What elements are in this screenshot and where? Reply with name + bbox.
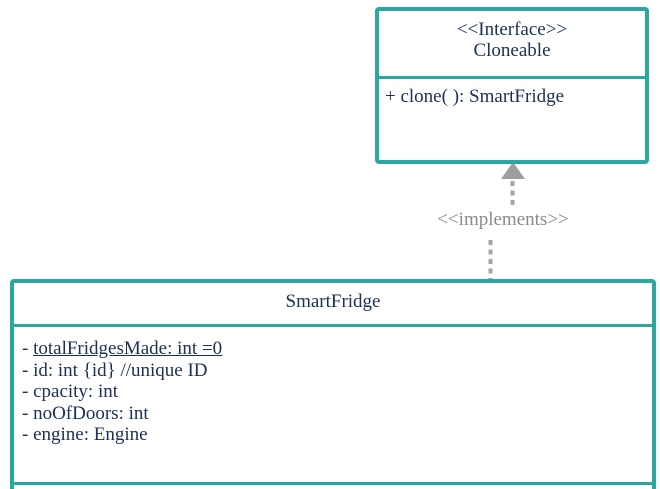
- attribute-visibility: -: [22, 338, 34, 359]
- attribute-visibility: -: [22, 402, 34, 424]
- attribute-visibility: -: [22, 424, 34, 445]
- class-attributes-compartment: - totalFridgesMade: int =0 - id: int {id…: [14, 327, 652, 485]
- class-methods-compartment: [14, 485, 652, 489]
- class-smartfridge-box: SmartFridge - totalFridgesMade: int =0 -…: [10, 279, 656, 489]
- attribute-text: engine: Engine: [33, 424, 148, 445]
- class-name: SmartFridge: [14, 283, 652, 327]
- attribute-text: id: int {id} //unique ID: [33, 359, 208, 381]
- attribute-visibility: -: [22, 359, 34, 381]
- class-attribute: - cpacity: int: [22, 381, 644, 403]
- interface-methods-compartment: + clone( ): SmartFridge: [379, 79, 645, 160]
- generalization-arrowhead-icon: [501, 162, 525, 179]
- attribute-visibility: -: [22, 381, 34, 402]
- interface-header-compartment: <<Interface>> Cloneable: [379, 11, 645, 79]
- interface-cloneable-box: <<Interface>> Cloneable + clone( ): Smar…: [375, 7, 649, 164]
- implements-label: <<implements>>: [424, 209, 582, 231]
- attribute-text: noOfDoors: int: [33, 402, 149, 424]
- class-attribute: - engine: Engine: [22, 424, 644, 446]
- interface-method-signature: + clone( ): SmartFridge: [385, 86, 565, 107]
- interface-stereotype: <<Interface>>: [456, 19, 568, 40]
- class-attribute: - totalFridgesMade: int =0: [22, 338, 644, 360]
- attribute-text: cpacity: int: [33, 381, 119, 402]
- interface-name: Cloneable: [473, 40, 551, 61]
- class-attribute: - id: int {id} //unique ID: [22, 360, 644, 382]
- attribute-text-static: totalFridgesMade: int =0: [33, 338, 223, 359]
- class-attribute: - noOfDoors: int: [22, 403, 644, 425]
